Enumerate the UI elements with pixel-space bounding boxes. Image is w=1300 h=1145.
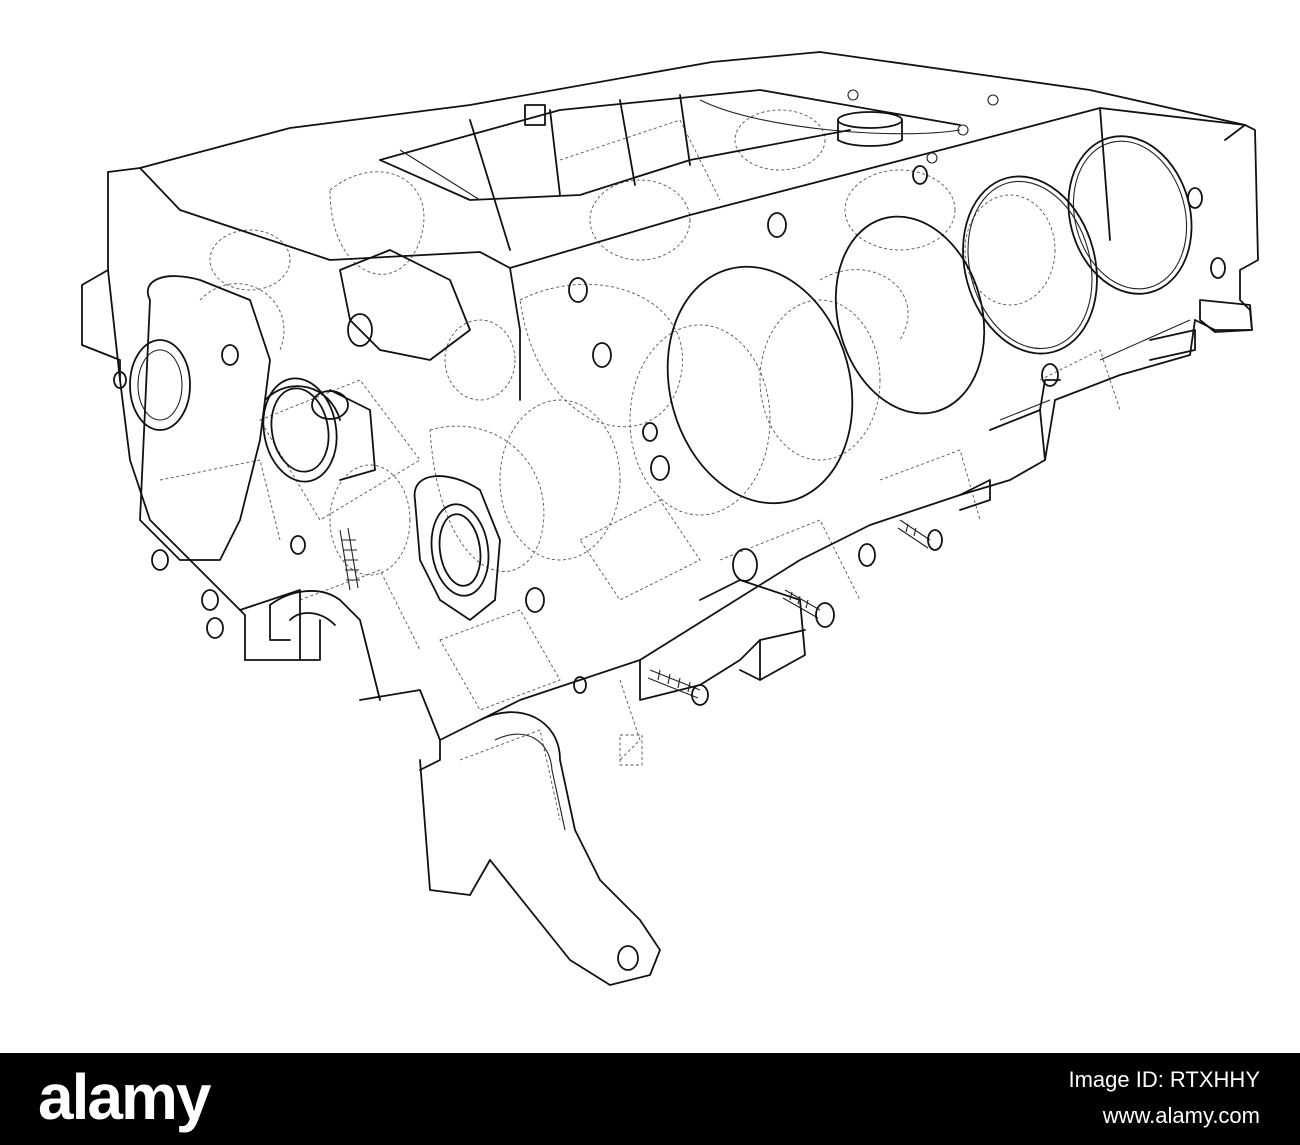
threaded-studs xyxy=(339,519,943,706)
rear-end-detail xyxy=(999,299,1253,421)
cylinder-bores xyxy=(666,135,1193,505)
front-face xyxy=(113,249,587,694)
watermark-banner: alamy Image ID: RTXHHY www.alamy.com xyxy=(0,1053,1300,1145)
top-deck xyxy=(379,89,999,251)
crank-journal-and-skirt xyxy=(239,379,1061,986)
image-id-label: Image ID: RTXHHY xyxy=(1068,1067,1260,1092)
engine-block-wireframe-drawing xyxy=(81,51,1259,986)
alamy-logo: alamy xyxy=(38,1061,211,1133)
block-outline xyxy=(81,51,1259,741)
website-url: www.alamy.com xyxy=(1102,1103,1260,1128)
hidden-lines xyxy=(159,109,1121,821)
